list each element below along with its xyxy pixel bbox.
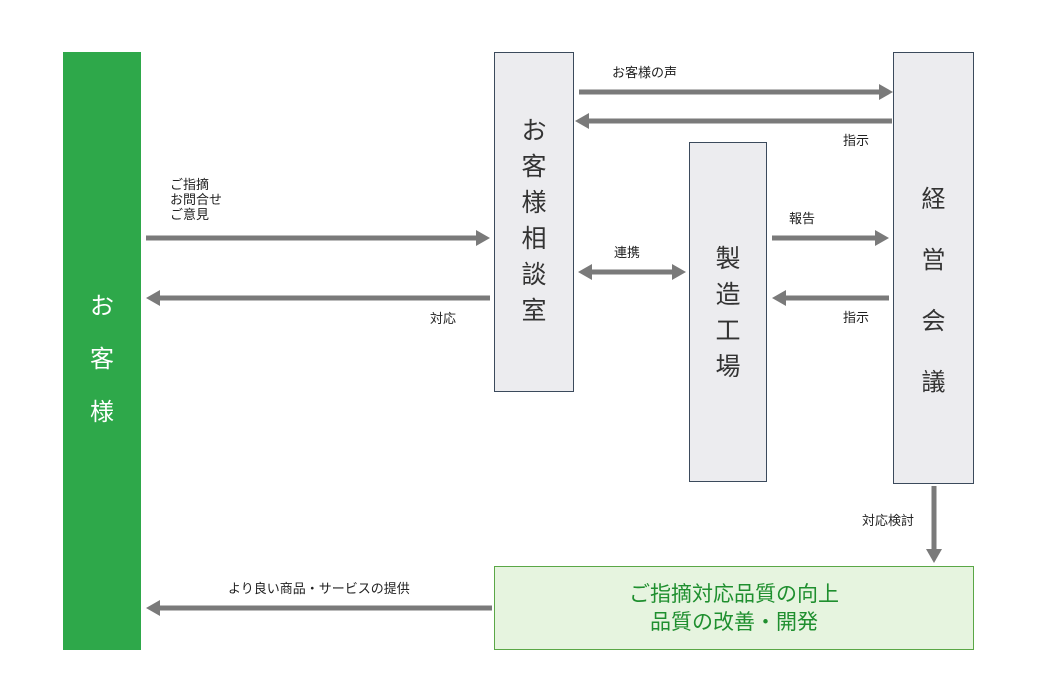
factory-node: 製 造 工 場 xyxy=(689,142,767,482)
factory-char: 場 xyxy=(715,352,741,381)
voice-label: お客様の声 xyxy=(612,66,678,81)
inquiry-line: ご指摘 xyxy=(170,178,210,193)
delivery-label: より良い商品・サービスの提供 xyxy=(228,582,410,597)
result-line: ご指摘対応品質の向上 xyxy=(629,582,839,606)
support-char: 室 xyxy=(521,296,547,325)
result-line: 品質の改善・開発 xyxy=(650,610,818,634)
inquiry-label: ご指摘 お問合せ ご意見 xyxy=(170,178,222,223)
arrow-review xyxy=(926,486,942,563)
board-char: 会 xyxy=(921,307,946,335)
arrow-head xyxy=(672,264,686,280)
board-char: 営 xyxy=(921,246,946,274)
support-office-node: お 客 様 相 談 室 xyxy=(494,52,574,392)
arrow-head xyxy=(476,230,490,246)
arrow-liaison xyxy=(578,264,686,280)
arrow-instruction-mid xyxy=(772,290,889,306)
arrow-head xyxy=(879,84,893,100)
instruction-mid-label: 指示 xyxy=(843,311,870,326)
arrow-delivery xyxy=(146,600,492,616)
arrow-inquiry xyxy=(146,230,490,246)
arrow-head xyxy=(575,113,589,129)
board-char: 経 xyxy=(921,185,946,213)
customer-char: お xyxy=(90,292,114,320)
factory-char: 製 xyxy=(715,244,741,273)
inquiry-line: ご意見 xyxy=(170,208,210,223)
board-char: 議 xyxy=(921,368,946,396)
quality-improvement-label: ご指摘対応品質の向上 品質の改善・開発 xyxy=(495,580,973,636)
management-board-node: 経 営 会 議 xyxy=(893,52,974,484)
arrow-instruction-top xyxy=(575,113,892,129)
factory-char: 工 xyxy=(715,316,741,345)
arrow-voice xyxy=(579,84,893,100)
support-char: お xyxy=(521,116,547,145)
customer-char: 客 xyxy=(90,345,114,373)
report-label: 報告 xyxy=(789,212,816,227)
arrow-head xyxy=(578,264,592,280)
customer-char: 様 xyxy=(90,398,114,426)
arrow-head xyxy=(875,230,889,246)
arrow-head xyxy=(772,290,786,306)
liaison-label: 連携 xyxy=(614,246,641,261)
arrow-response xyxy=(146,290,490,306)
review-label: 対応検討 xyxy=(862,514,915,529)
arrow-head xyxy=(146,290,160,306)
management-board-label: 経 営 会 議 xyxy=(894,169,973,413)
support-char: 談 xyxy=(521,260,547,289)
support-char: 相 xyxy=(521,224,547,253)
support-char: 客 xyxy=(521,152,547,181)
support-char: 様 xyxy=(521,188,547,217)
factory-label: 製 造 工 場 xyxy=(690,241,766,385)
customer-node: お 客 様 xyxy=(63,52,141,650)
arrow-head xyxy=(146,600,160,616)
response-label: 対応 xyxy=(430,312,457,327)
inquiry-line: お問合せ xyxy=(170,193,223,208)
instruction-top-label: 指示 xyxy=(843,134,870,149)
support-office-label: お 客 様 相 談 室 xyxy=(495,113,573,329)
customer-node-label: お 客 様 xyxy=(63,280,141,439)
arrow-report xyxy=(772,230,889,246)
factory-char: 造 xyxy=(715,280,741,309)
quality-improvement-node: ご指摘対応品質の向上 品質の改善・開発 xyxy=(494,566,974,650)
arrow-head xyxy=(926,549,942,563)
